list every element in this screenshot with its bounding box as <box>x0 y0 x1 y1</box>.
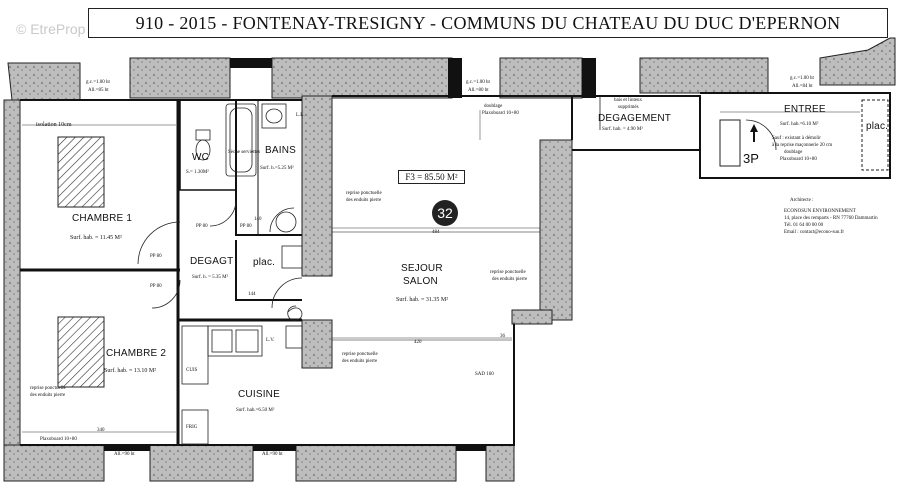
chambre1-surface: Surf. hab. = 11.45 M² <box>70 235 122 241</box>
chambre1-name: CHAMBRE 1 <box>72 213 133 224</box>
chambre2-surface: Surf. hab. = 13.10 M² <box>104 368 157 374</box>
bottom-window2: All.=90 ht <box>262 452 283 457</box>
architect-line-4: Tél. 01 64 00 00 00 <box>784 223 824 228</box>
pp80-label-4: PP 80 <box>150 284 162 289</box>
window1-label-a: g.c.=1.00 ht <box>86 80 110 85</box>
entree-note-3: doublage <box>784 150 803 155</box>
sejour-surface: Surf. hab. = 31.35 M² <box>396 297 449 303</box>
wc-name: WC <box>192 152 210 163</box>
watermark: © EtreProp <box>16 21 86 37</box>
dim-36: 36 <box>500 334 505 339</box>
entree-name: ENTREE <box>784 104 826 115</box>
sejour-name: SEJOUR <box>401 263 443 274</box>
degagt-name: DEGAGT <box>190 256 234 267</box>
degagement-name: DEGAGEMENT <box>598 113 672 124</box>
lot-number-badge: 32 <box>432 200 458 226</box>
bath-fixtures <box>195 103 297 233</box>
entry-stair <box>719 99 889 171</box>
doublage-note: doublage <box>484 104 503 109</box>
frig-label: FRIG <box>186 425 198 430</box>
entree-note-2: à la reprise maçonnerie 20 cm <box>772 143 833 148</box>
title-frame: 910 - 2015 - FONTENAY-TRESIGNY - COMMUNS… <box>88 8 888 38</box>
plac-name: plac. <box>253 257 276 268</box>
reprise2-a: reprise ponctuelle <box>490 270 526 275</box>
reprise1-b: des enduits pierre <box>346 198 382 203</box>
isolation-note: isolation 10cm <box>36 122 72 128</box>
bais-note: bais et linteux <box>614 98 643 103</box>
plac-entree-name: plac. <box>866 121 889 132</box>
apartment-outline <box>20 92 891 446</box>
kitchen-fixtures <box>181 245 303 445</box>
bottom-window1: All.=90 ht <box>114 452 135 457</box>
entree-surface: Surf. hab.=6.10 M² <box>780 122 819 127</box>
dim-144: 144 <box>248 292 256 297</box>
degagt-surface: Surf. h. = 5.35 M² <box>192 275 229 280</box>
entree-note-4: Plaxoboard 10+80 <box>780 157 817 162</box>
wardrobe-chambre2 <box>57 316 105 388</box>
top-stone-wall <box>7 37 896 101</box>
left-stone-wall <box>3 99 21 446</box>
window2-label-a: g.c.=1.00 ht <box>466 80 490 85</box>
cuisine-name: CUISINE <box>238 389 280 400</box>
degagement-surface: Surf. hab. = 4.90 M² <box>602 127 643 132</box>
lv-label: L.V. <box>266 338 275 343</box>
architect-line-2: ECONOSUN ENVIRONNEMENT <box>784 209 856 214</box>
cuisine-surface: Surf. hab.=6.50 M² <box>236 408 275 413</box>
window1-label-b: All.=85 ht <box>88 88 109 93</box>
entry-marker: 3P <box>743 151 759 166</box>
bains-surface: Surf. h.=5.25 M² <box>260 166 294 171</box>
stair-spiral <box>287 305 303 321</box>
ll-label: L.L. <box>296 113 305 118</box>
pp80-label-1: PP 80 <box>150 254 162 259</box>
plan-title: 910 - 2015 - FONTENAY-TRESIGNY - COMMUNS… <box>135 13 841 33</box>
wc-surface: S.= 1.30M² <box>186 170 209 175</box>
reprise4-a: reprise ponctuelle <box>30 386 66 391</box>
reprise1-a: reprise ponctuelle <box>346 191 382 196</box>
surface-total-box: F3 = 85.50 M² <box>398 170 465 184</box>
architect-line-1: Architecte : <box>790 198 814 203</box>
window3-label-b: All.=84 ht <box>792 84 813 89</box>
pp80-label-2: PP 80 <box>196 224 208 229</box>
dimension-lines <box>22 110 860 433</box>
window3-label-a: g.c.=1.00 ht <box>790 76 814 81</box>
reprise2-b: des enduits pierre <box>492 277 528 282</box>
dim-340: 340 <box>97 428 105 433</box>
chambre2-name: CHAMBRE 2 <box>106 348 167 359</box>
sad-label: SAD 160 <box>475 372 494 377</box>
plaxoboard-note: Plaxoboard 10+80 <box>482 111 519 116</box>
dim-420: 420 <box>414 340 422 345</box>
bottom-window3: All.=90 ht <box>458 446 479 451</box>
cuis-label: CUIS <box>186 368 198 373</box>
window2-label-b: All.=80 ht <box>468 88 489 93</box>
supp-note: supprimés <box>618 105 639 110</box>
reprise3-b: des enduits pierre <box>342 359 378 364</box>
pp80-label-3: PP 80 <box>240 224 252 229</box>
entree-note-1: Sauf : existant à démolir <box>772 136 821 141</box>
bottom-plaxoboard: Plaxoboard 10+80 <box>40 437 77 442</box>
door-swings <box>137 96 777 309</box>
seche-serviettes: Sèche serviettes <box>228 150 261 155</box>
wardrobe-chambre1 <box>57 136 105 208</box>
dim-484: 484 <box>432 230 440 235</box>
interior-walls <box>301 95 573 369</box>
bottom-stone-wall <box>3 444 515 482</box>
reprise4-b: des enduits pierre <box>30 393 66 398</box>
dim-140: 140 <box>254 217 262 222</box>
salon-name: SALON <box>403 276 438 287</box>
reprise3-a: reprise ponctuelle <box>342 352 378 357</box>
architect-line-5: Email : contact@econo-sun.fr <box>784 230 844 235</box>
bains-name: BAINS <box>265 145 297 156</box>
architect-line-3: 14, place des remparts - RN 77760 Dammar… <box>784 216 878 221</box>
